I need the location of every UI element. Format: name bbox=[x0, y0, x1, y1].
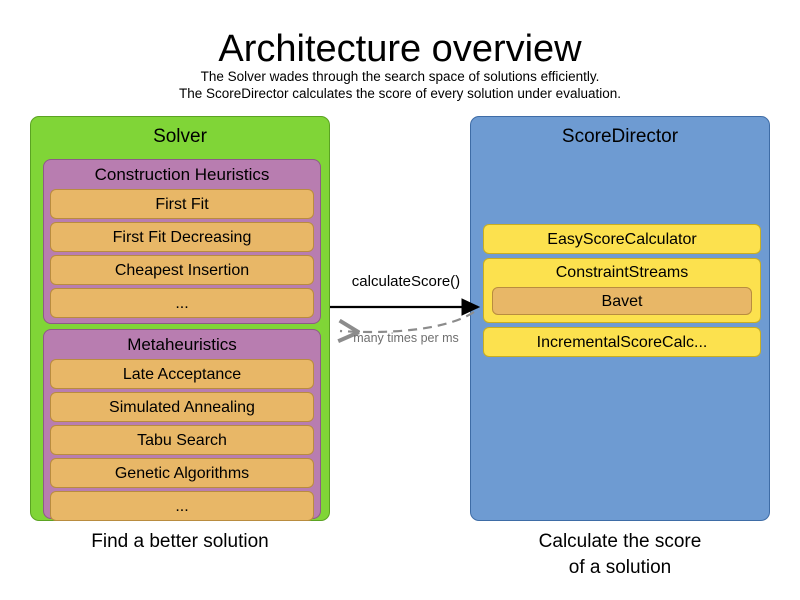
list-item[interactable]: ... bbox=[50, 288, 314, 318]
list-item[interactable]: Late Acceptance bbox=[50, 359, 314, 389]
subtitle-line-2: The ScoreDirector calculates the score o… bbox=[179, 86, 621, 101]
list-item[interactable]: Tabu Search bbox=[50, 425, 314, 455]
group-constraint-streams[interactable]: ConstraintStreams Bavet bbox=[483, 258, 761, 323]
list-item[interactable]: Genetic Algorithms bbox=[50, 458, 314, 488]
arrow-label-many-times-per-ms: many times per ms bbox=[353, 331, 459, 345]
list-item[interactable]: Cheapest Insertion bbox=[50, 255, 314, 285]
group-title-constraint-streams: ConstraintStreams bbox=[555, 264, 689, 281]
list-item[interactable]: ... bbox=[50, 491, 314, 521]
page-title: Architecture overview bbox=[218, 28, 582, 70]
scoredirector-item-stack: EasyScoreCalculator ConstraintStreams Ba… bbox=[483, 224, 761, 361]
scoredirector-panel-title: ScoreDirector bbox=[561, 126, 679, 147]
solver-panel: Solver Construction Heuristics First Fit… bbox=[30, 116, 330, 521]
list-item[interactable]: First Fit bbox=[50, 189, 314, 219]
list-item[interactable]: IncrementalScoreCalc... bbox=[483, 327, 761, 357]
caption-scoredirector: Calculate the score of a solution bbox=[470, 529, 770, 581]
caption-scoredirector-line-1: Calculate the score bbox=[538, 531, 702, 552]
group-construction-heuristics: Construction Heuristics First Fit First … bbox=[43, 159, 321, 324]
group-title-construction-heuristics: Construction Heuristics bbox=[94, 165, 270, 184]
solver-panel-title: Solver bbox=[153, 126, 207, 147]
group-title-metaheuristics: Metaheuristics bbox=[127, 335, 237, 354]
arrow-many-times-per-ms bbox=[340, 311, 475, 332]
arrow-label-calculate-score: calculateScore() bbox=[351, 273, 461, 290]
page-subtitle: The Solver wades through the search spac… bbox=[0, 68, 800, 102]
caption-scoredirector-line-2: of a solution bbox=[568, 557, 672, 578]
scoredirector-panel: ScoreDirector EasyScoreCalculator Constr… bbox=[470, 116, 770, 521]
subtitle-line-1: The Solver wades through the search spac… bbox=[200, 69, 600, 84]
list-item-bavet[interactable]: Bavet bbox=[492, 287, 752, 315]
list-item[interactable]: EasyScoreCalculator bbox=[483, 224, 761, 254]
caption-solver: Find a better solution bbox=[91, 531, 269, 552]
group-metaheuristics: Metaheuristics Late Acceptance Simulated… bbox=[43, 329, 321, 521]
list-item[interactable]: First Fit Decreasing bbox=[50, 222, 314, 252]
list-item[interactable]: Simulated Annealing bbox=[50, 392, 314, 422]
